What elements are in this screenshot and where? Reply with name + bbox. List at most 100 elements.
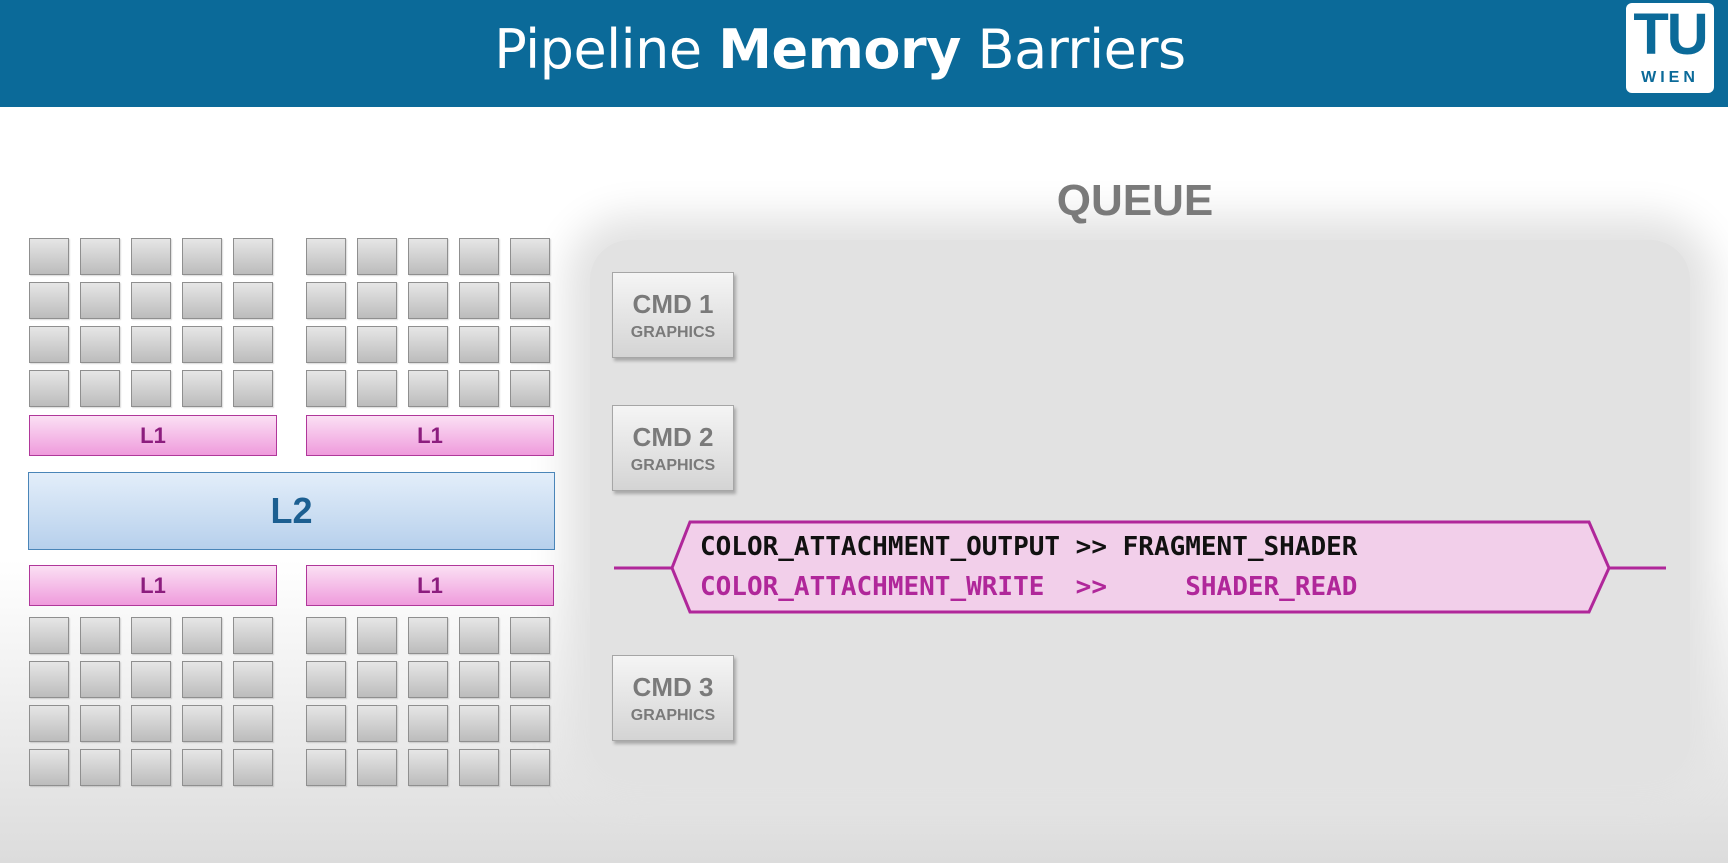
compute-core bbox=[29, 749, 69, 786]
compute-core bbox=[357, 238, 397, 275]
compute-core bbox=[233, 370, 273, 407]
compute-core bbox=[510, 705, 550, 742]
compute-core bbox=[80, 238, 120, 275]
compute-core bbox=[459, 238, 499, 275]
queue-title: QUEUE bbox=[1056, 176, 1214, 225]
compute-core bbox=[408, 617, 448, 654]
barrier-hexagon bbox=[670, 520, 1611, 614]
compute-core bbox=[80, 705, 120, 742]
title-part-1: Pipeline bbox=[494, 18, 719, 81]
compute-core bbox=[459, 617, 499, 654]
compute-core bbox=[408, 282, 448, 319]
compute-core bbox=[182, 282, 222, 319]
compute-core bbox=[408, 238, 448, 275]
compute-core bbox=[459, 326, 499, 363]
compute-core bbox=[182, 749, 222, 786]
compute-core bbox=[80, 661, 120, 698]
compute-core bbox=[182, 617, 222, 654]
compute-core bbox=[306, 282, 346, 319]
compute-core bbox=[510, 370, 550, 407]
compute-core bbox=[306, 749, 346, 786]
compute-core bbox=[459, 749, 499, 786]
compute-core bbox=[131, 661, 171, 698]
compute-core bbox=[233, 617, 273, 654]
compute-core bbox=[459, 705, 499, 742]
compute-core bbox=[306, 661, 346, 698]
barrier-stage-line: COLOR_ATTACHMENT_OUTPUT >> FRAGMENT_SHAD… bbox=[700, 532, 1358, 562]
compute-core bbox=[233, 749, 273, 786]
compute-core bbox=[233, 282, 273, 319]
compute-core bbox=[306, 617, 346, 654]
compute-core bbox=[182, 705, 222, 742]
compute-core bbox=[80, 282, 120, 319]
command-3: CMD 3 GRAPHICS bbox=[612, 655, 734, 741]
compute-core bbox=[459, 282, 499, 319]
compute-core bbox=[131, 749, 171, 786]
compute-core bbox=[29, 238, 69, 275]
compute-core bbox=[357, 705, 397, 742]
compute-core bbox=[357, 370, 397, 407]
compute-core bbox=[131, 282, 171, 319]
command-2-type: GRAPHICS bbox=[630, 457, 716, 474]
l1-cache-bottom-left: L1 bbox=[29, 565, 277, 606]
page-title: Pipeline Memory Barriers bbox=[0, 18, 1680, 81]
compute-core bbox=[80, 617, 120, 654]
l1-cache-top-right: L1 bbox=[306, 415, 554, 456]
compute-core bbox=[510, 617, 550, 654]
compute-core bbox=[306, 326, 346, 363]
compute-core bbox=[510, 282, 550, 319]
command-1: CMD 1 GRAPHICS bbox=[612, 272, 734, 358]
logo-wien-text: WIEN bbox=[1641, 69, 1699, 86]
title-bold-part: Memory bbox=[718, 18, 961, 81]
compute-core bbox=[306, 705, 346, 742]
compute-core bbox=[408, 326, 448, 363]
l1-cache-bottom-right: L1 bbox=[306, 565, 554, 606]
compute-core bbox=[80, 326, 120, 363]
compute-core bbox=[408, 705, 448, 742]
compute-core bbox=[80, 749, 120, 786]
command-1-type: GRAPHICS bbox=[630, 324, 716, 341]
compute-core bbox=[131, 617, 171, 654]
compute-core bbox=[131, 326, 171, 363]
command-1-label: CMD 1 bbox=[632, 289, 714, 319]
compute-core bbox=[306, 370, 346, 407]
queue-area bbox=[590, 240, 1690, 780]
compute-core bbox=[357, 617, 397, 654]
compute-core bbox=[357, 749, 397, 786]
compute-core bbox=[357, 326, 397, 363]
compute-core bbox=[80, 370, 120, 407]
compute-core bbox=[233, 326, 273, 363]
compute-core bbox=[357, 282, 397, 319]
compute-core bbox=[182, 238, 222, 275]
compute-core bbox=[306, 238, 346, 275]
compute-core bbox=[510, 749, 550, 786]
logo-tu-text: TU bbox=[1633, 2, 1708, 67]
compute-core bbox=[357, 661, 397, 698]
compute-core bbox=[29, 705, 69, 742]
compute-core bbox=[29, 282, 69, 319]
compute-core bbox=[182, 370, 222, 407]
l2-cache: L2 bbox=[28, 472, 555, 550]
compute-core bbox=[131, 705, 171, 742]
compute-core bbox=[131, 370, 171, 407]
compute-core bbox=[131, 238, 171, 275]
compute-core bbox=[29, 370, 69, 407]
compute-core bbox=[233, 705, 273, 742]
command-3-type: GRAPHICS bbox=[630, 707, 716, 724]
command-3-label: CMD 3 bbox=[632, 672, 714, 702]
compute-core bbox=[510, 238, 550, 275]
compute-core bbox=[510, 326, 550, 363]
title-part-2: Barriers bbox=[960, 18, 1187, 81]
l1-cache-top-left: L1 bbox=[29, 415, 277, 456]
command-2: CMD 2 GRAPHICS bbox=[612, 405, 734, 491]
compute-core bbox=[459, 370, 499, 407]
compute-core bbox=[459, 661, 499, 698]
compute-core bbox=[408, 749, 448, 786]
compute-core bbox=[29, 326, 69, 363]
tu-wien-logo: TU WIEN bbox=[1626, 3, 1714, 93]
header-bar: Pipeline Memory Barriers TU WIEN bbox=[0, 0, 1728, 107]
compute-core bbox=[182, 326, 222, 363]
compute-core bbox=[182, 661, 222, 698]
compute-core bbox=[408, 370, 448, 407]
